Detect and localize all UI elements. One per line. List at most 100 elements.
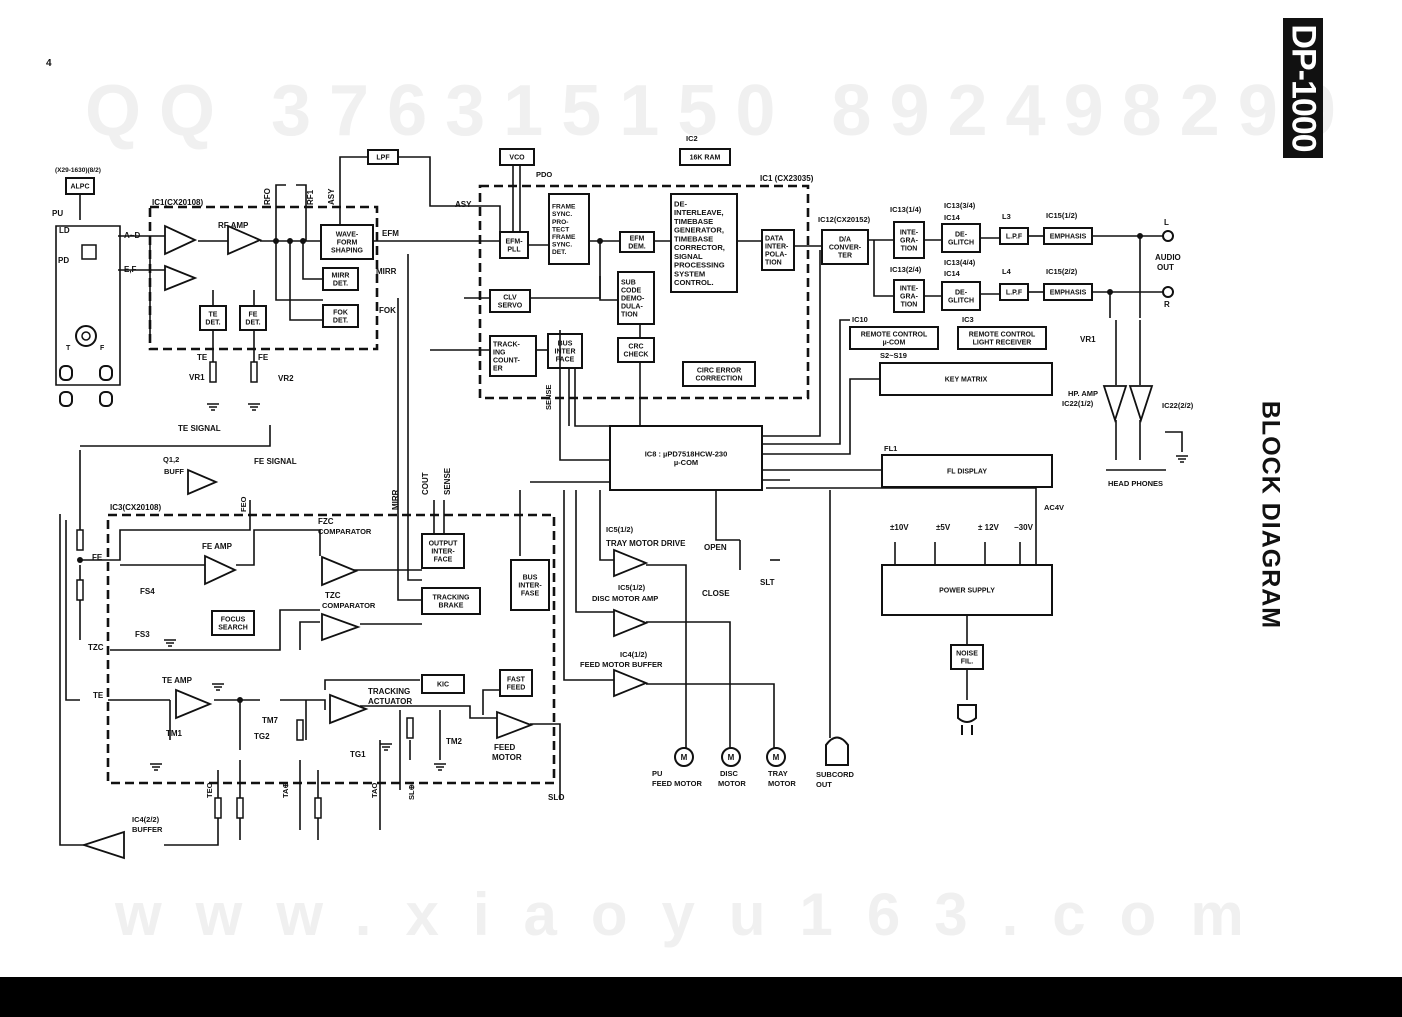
label-tray_drive: TRAY MOTOR DRIVE [606,539,686,548]
label-mirr: MIRR [376,267,397,276]
amplifier-symbol [175,688,213,720]
block-label: SYNC. [552,211,572,218]
sled-wheel-icon [59,365,73,381]
block-label: TER [838,253,852,260]
wire [289,241,323,321]
label-pu: PU [52,209,63,218]
amplifier-symbol [613,548,649,578]
resistor-symbol [209,361,217,383]
block-label: ER [493,366,503,373]
ic-dashed-outline [478,184,810,400]
block-label: SHAPING [331,248,363,255]
label-ld: LD [59,226,70,235]
block-label: DET. [245,320,260,327]
block-label: COUNT- [493,358,521,365]
label-fs4: FS4 [140,587,155,596]
wire [646,564,687,750]
wire [360,705,500,719]
wire [236,529,321,566]
label-fs3: FS3 [135,630,150,639]
block-label: DE- [955,232,968,239]
ground-symbol [1176,455,1188,463]
label-ic13a: IC13(1/4) [890,205,922,214]
block-label: CODE [621,288,642,295]
amplifier-symbol [613,608,649,638]
amplifier-symbol [164,224,198,256]
block-label: D/A [839,237,851,244]
label-actuator: ACTUATOR [368,697,412,706]
label-cout: COUT [421,472,430,495]
label-sense_v2: SENSE [544,385,553,410]
block-label: INTE- [900,286,919,293]
label-r_out: R [1164,300,1170,309]
label-ic13d: IC13(4/4) [944,258,976,267]
junction-dot [597,238,603,244]
label-asy: ASY [327,188,336,205]
block-ram: 16K RAM [679,148,731,166]
wire [762,250,821,437]
watermark-top: QQ 376315150 892498299 [85,71,1354,151]
diagram-title: BLOCK DIAGRAM [1248,390,1292,640]
label-rf1: RF1 [306,189,315,205]
wire [324,679,420,690]
block-label: µ-COM [674,458,698,467]
label-tm1: TM1 [166,729,183,738]
block-label: DE- [955,290,968,297]
resistor-symbol [236,797,244,819]
block-label: INTER [555,349,576,356]
label-fl1: FL1 [884,444,897,453]
label-fe_in: FE [92,553,103,562]
block-label: EMPHASIS [1050,290,1087,297]
label-tzc2: TZC [325,591,341,600]
block-label: CHECK [624,352,649,359]
label-pdo: PDO [536,170,552,179]
junction-dot [77,557,83,563]
block-lpf-l: L.P.F [999,227,1029,245]
wire [299,621,320,650]
label-ic3b: IC3 [962,315,974,324]
label-rfo: RFO [263,188,272,205]
wire [482,689,500,715]
amplifier-symbol [227,224,263,256]
block-label: FEED [507,685,526,692]
junction-dot [237,697,243,703]
label-sl: SL⊕ [407,783,416,800]
block-label: KEY MATRIX [945,377,988,384]
amplifier-symbol [81,830,125,860]
block-label: TION [765,260,782,267]
junction-dot [273,238,279,244]
block-label: PRO- [552,219,568,226]
label-feo: FEO [239,496,248,512]
wire [766,487,1037,565]
wire [599,241,618,301]
block-integ-l: INTE-GRA-TION [893,221,925,259]
block-label: ALPC [70,184,89,191]
block-label: CORRECTOR, [674,243,725,252]
resistor-symbol [314,797,322,819]
resistor-symbol [250,361,258,383]
wire [164,808,219,846]
pickup-lens-icon [81,331,91,341]
resistor-symbol [406,717,414,739]
sled-wheel-icon [99,365,113,381]
ground-symbol [150,763,162,771]
block-alpc: ALPC [65,177,95,195]
label-buff: BUFF [164,467,184,476]
label-ic5b: IC5(1/2) [618,583,646,592]
wire [575,490,618,613]
junction-dot [287,238,293,244]
label-motor: MOTOR [492,753,522,762]
wire [559,330,610,461]
motor-icon [721,747,741,767]
label-ic3: IC3(CX20108) [110,503,161,512]
block-label: FRAME [552,234,576,241]
block-label: TIMEBASE [674,234,713,243]
block-label: INTE- [900,230,919,237]
